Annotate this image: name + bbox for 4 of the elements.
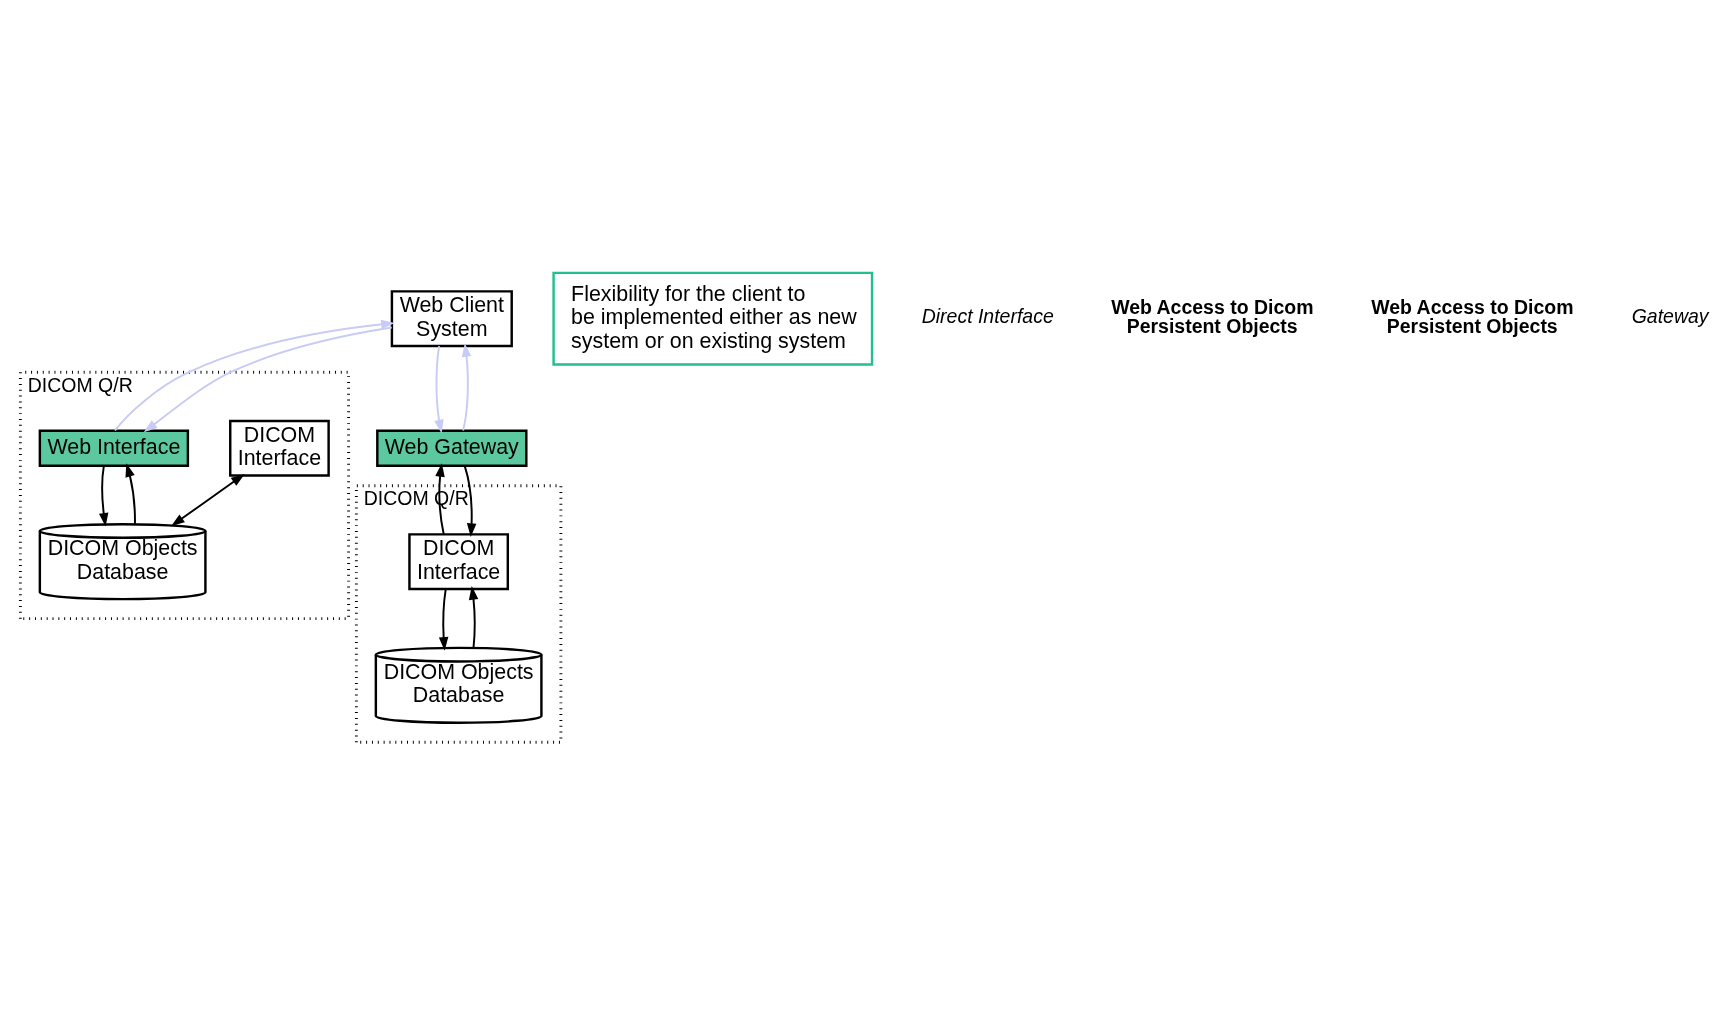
label: Web Access to Dicom Persistent Objects	[1371, 295, 1574, 338]
label: Direct Interface	[921, 304, 1054, 327]
label: Gateway	[1631, 304, 1709, 327]
label: Web Access to Dicom Persistent Objects	[1111, 295, 1314, 338]
